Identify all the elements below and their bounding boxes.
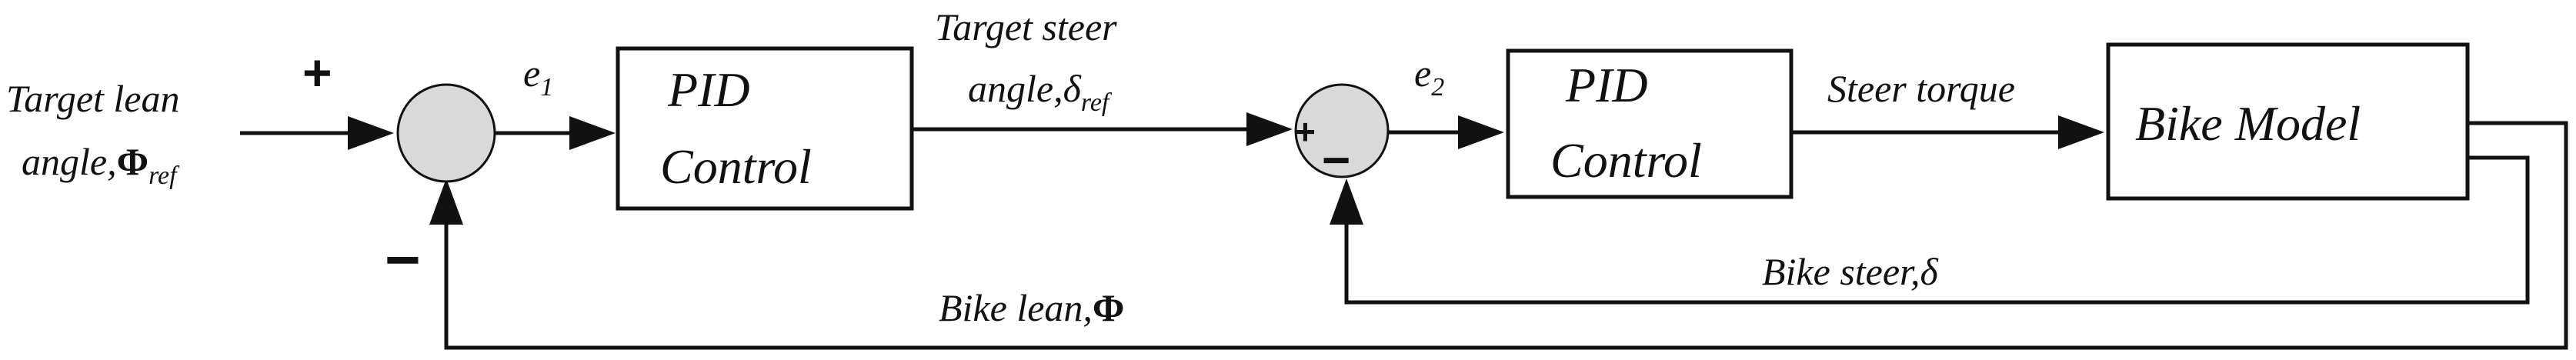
bike-steer-feedback-arrowhead bbox=[1330, 178, 1363, 225]
target-lean-label-line2: angle,Φref bbox=[22, 140, 180, 190]
phi-symbol: Φ bbox=[117, 140, 148, 183]
summing-junction-2 bbox=[1294, 83, 1390, 178]
bike-lean-feedback-arrowhead bbox=[429, 178, 463, 225]
target-lean-label-line1: Target lean bbox=[6, 77, 180, 120]
e1-label: e1 bbox=[523, 52, 553, 102]
bike-steer-label: Bike steer,δ bbox=[1762, 250, 1938, 293]
input-arrowhead bbox=[348, 116, 394, 150]
bike-model-block bbox=[2106, 42, 2470, 201]
pid1-label-line1: PID bbox=[667, 62, 750, 117]
bike-lean-feedback-line bbox=[444, 121, 2568, 350]
summing-junction-1 bbox=[396, 83, 496, 183]
sum1-plus-sign: + bbox=[302, 44, 332, 101]
sum1-minus-sign: − bbox=[385, 225, 421, 294]
delta-symbol: δ bbox=[1063, 67, 1082, 110]
sum2-plus-sign: + bbox=[1295, 112, 1316, 152]
e2-arrowhead bbox=[1458, 115, 1504, 149]
target-steer-arrowhead bbox=[1246, 112, 1293, 146]
bike-lean-label: Bike lean,Φ bbox=[939, 286, 1124, 329]
pid2-label-line2: Control bbox=[1550, 133, 1702, 188]
pid-control-block-1 bbox=[616, 46, 914, 211]
e2-label: e2 bbox=[1414, 52, 1444, 102]
steer-torque-arrowhead bbox=[2058, 115, 2104, 149]
steer-torque-label: Steer torque bbox=[1827, 67, 2015, 110]
pid-control-block-2 bbox=[1506, 48, 1794, 199]
e1-arrowhead bbox=[569, 116, 616, 150]
bike-model-label: Bike Model bbox=[2135, 96, 2361, 151]
target-steer-label-line2: angle,δref bbox=[968, 67, 1113, 117]
bike-steer-feedback-line bbox=[1344, 155, 2530, 305]
pid1-label-line2: Control bbox=[660, 139, 812, 194]
phi-symbol: Φ bbox=[1093, 286, 1124, 329]
target-steer-label-line1: Target steer bbox=[935, 5, 1117, 48]
sum2-minus-sign: − bbox=[1322, 132, 1350, 188]
pid2-label-line1: PID bbox=[1565, 58, 1648, 112]
delta-symbol: δ bbox=[1920, 250, 1938, 293]
